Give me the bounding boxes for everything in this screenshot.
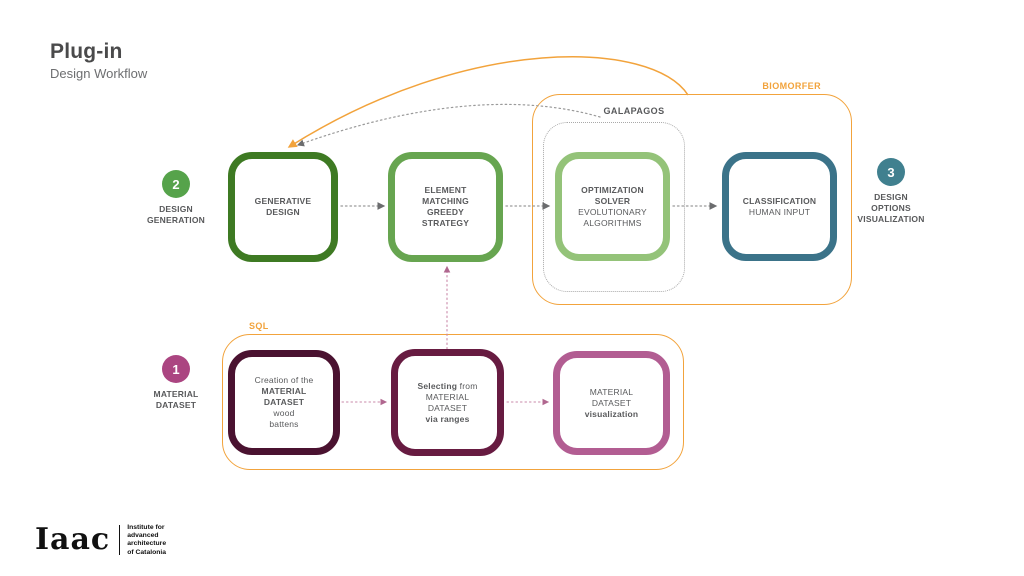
node-classification: CLASSIFICATION HUMAN INPUT	[722, 152, 837, 261]
title-block: Plug-in Design Workflow	[50, 40, 147, 81]
node-optimization-solver-subtitle: EVOLUTIONARY ALGORITHMS	[578, 206, 647, 228]
node-optimization-solver-title: OPTIMIZATION SOLVER	[581, 184, 644, 206]
node-generative-design-title: GENERATIVE DESIGN	[254, 196, 312, 217]
node-element-matching-title: ELEMENT MATCHING GREEDY STRATEGY	[421, 185, 470, 228]
step-3-badge: 3	[877, 158, 905, 186]
node-selecting-line1: Selecting from	[418, 381, 478, 392]
node-selecting-line2: MATERIAL DATASET	[425, 391, 470, 413]
step-design-options: 3 DESIGN OPTIONS VISUALIZATION	[843, 158, 939, 225]
node-creation-line2: MATERIAL DATASET	[261, 386, 307, 407]
page-title: Plug-in	[50, 40, 123, 63]
node-element-matching: ELEMENT MATCHING GREEDY STRATEGY	[388, 152, 503, 262]
node-visualization-line2: visualization	[584, 408, 639, 419]
step-1-label: MATERIAL DATASET	[153, 389, 199, 410]
biomorfer-label: BIOMORFER	[762, 81, 821, 91]
page-subtitle: Design Workflow	[50, 66, 148, 81]
step-2-badge: 2	[162, 170, 190, 198]
iaac-logo-caption: Institute for advanced architecture of C…	[127, 524, 167, 556]
node-selecting-line3: via ranges	[425, 413, 470, 424]
node-classification-subtitle: HUMAN INPUT	[748, 206, 811, 217]
galapagos-label: GALAPAGOS	[603, 106, 665, 116]
logo-divider	[119, 525, 121, 556]
sql-container: SQL	[222, 321, 684, 470]
sql-label: SQL	[249, 321, 269, 331]
node-creation-line1: Creation of the	[254, 375, 314, 385]
iaac-logo-mark: Iaac	[35, 522, 111, 558]
step-material-dataset: 1 MATERIAL DATASET	[128, 355, 224, 411]
node-material-dataset-visualization: MATERIAL DATASET visualization	[553, 351, 670, 455]
node-visualization-line1: MATERIAL DATASET	[589, 386, 634, 408]
step-3-label: DESIGN OPTIONS VISUALIZATION	[857, 192, 925, 224]
node-selecting-material-dataset: Selecting from MATERIAL DATASET via rang…	[391, 349, 504, 456]
node-selecting-line1-reg: from	[457, 380, 478, 391]
iaac-logo: Iaac Institute for advanced architecture…	[35, 524, 166, 557]
step-1-badge: 1	[162, 355, 190, 383]
node-optimization-solver: OPTIMIZATION SOLVER EVOLUTIONARY ALGORIT…	[555, 152, 670, 261]
step-2-label: DESIGN GENERATION	[146, 204, 206, 225]
node-creation-material-dataset: Creation of the MATERIAL DATASET wood ba…	[228, 350, 340, 455]
step-design-generation: 2 DESIGN GENERATION	[128, 170, 224, 226]
node-classification-title: CLASSIFICATION	[742, 195, 817, 206]
node-creation-line3: wood battens	[269, 408, 299, 429]
node-selecting-line1-bold: Selecting	[417, 380, 458, 391]
node-generative-design: GENERATIVE DESIGN	[228, 152, 338, 262]
